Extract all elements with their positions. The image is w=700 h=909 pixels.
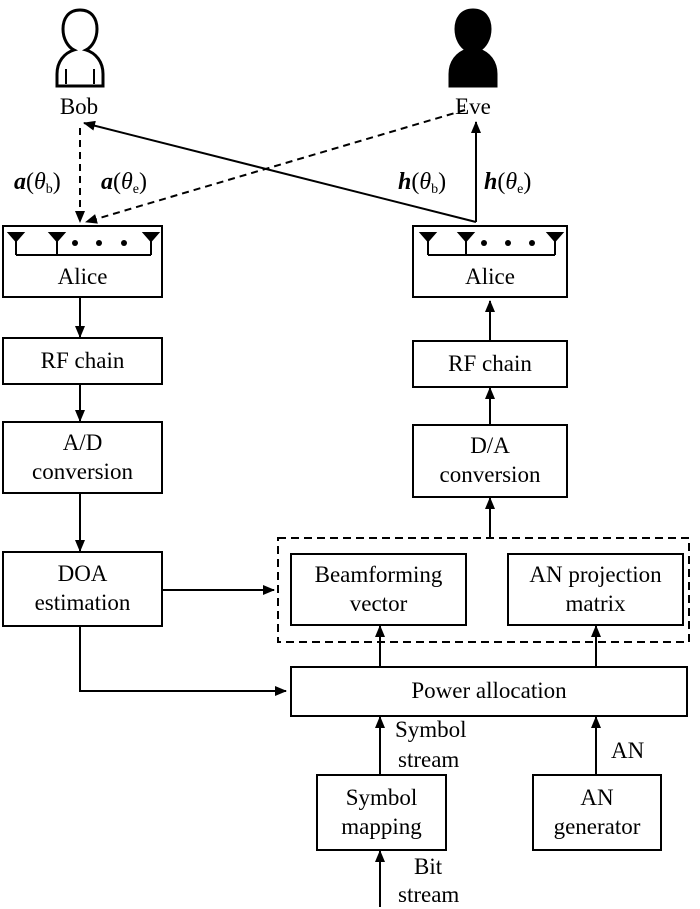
eve-person-icon (448, 8, 498, 88)
anproj-label-line1: AN projection (529, 561, 662, 587)
power-allocation-label: Power allocation (411, 678, 567, 704)
symbol-mapping-box: Symbol mapping (316, 774, 447, 851)
doa-label-line2: estimation (34, 590, 131, 615)
left-rf-chain-box: RF chain (2, 337, 163, 385)
ad-label-line2: conversion (32, 458, 133, 484)
precoder-group-border (277, 537, 690, 643)
right-rf-chain-box: RF chain (412, 340, 568, 388)
antenna-array (4, 227, 161, 261)
right-rf-chain-label: RF chain (448, 350, 532, 376)
symmap-label-line2: mapping (341, 813, 422, 839)
antenna-array (414, 227, 566, 261)
symbol-stream-label-line1: Symbol (395, 717, 467, 742)
channel-label-h-eve: h(θe) (484, 169, 532, 197)
right-alice-label: Alice (465, 264, 515, 289)
angen-label-line2: generator (553, 813, 641, 839)
channel-label-a-bob: a(θb) (14, 169, 61, 197)
da-conversion-box: D/A conversion (412, 424, 568, 498)
left-alice-label: Alice (57, 264, 108, 289)
symmap-label-line1: Symbol (345, 784, 418, 810)
ad-label-line1: A/D (62, 429, 103, 455)
right-alice-box: Alice (412, 225, 568, 298)
eve-label: Eve (455, 94, 491, 119)
angen-label-line1: AN (580, 784, 614, 810)
bit-stream-label-line1: Bit (414, 854, 443, 879)
da-label-line2: conversion (439, 462, 541, 487)
power-allocation-box: Power allocation (290, 666, 688, 717)
doa-estimation-box: DOA estimation (2, 551, 163, 627)
left-alice-box: Alice (2, 225, 163, 298)
bob-person-icon (55, 8, 105, 88)
anproj-label-line2: matrix (565, 590, 626, 616)
bob-label: Bob (59, 94, 99, 119)
an-generator-box: AN generator (532, 774, 662, 851)
symbol-stream-label-line2: stream (398, 747, 460, 772)
an-edge-label: AN (611, 738, 645, 763)
bit-stream-label-line2: stream (398, 882, 460, 907)
antenna-icon (418, 232, 565, 256)
beamforming-label-line2: vector (349, 590, 408, 616)
left-rf-chain-label: RF chain (40, 347, 125, 373)
an-projection-matrix-box: AN projection matrix (507, 553, 684, 626)
doa-to-power-arrow (79, 627, 287, 696)
doa-label-line1: DOA (57, 561, 108, 587)
channel-label-h-bob: h(θb) (398, 169, 447, 197)
da-label-line1: D/A (470, 433, 510, 459)
ad-conversion-box: A/D conversion (2, 421, 163, 494)
beamforming-label-line1: Beamforming (314, 561, 443, 587)
alice-to-bob-link (83, 120, 477, 223)
eve-to-alice-link (85, 109, 466, 224)
beamforming-vector-box: Beamforming vector (290, 553, 467, 626)
antenna-icon (6, 232, 161, 256)
channel-label-a-eve: a(θe) (101, 169, 148, 197)
